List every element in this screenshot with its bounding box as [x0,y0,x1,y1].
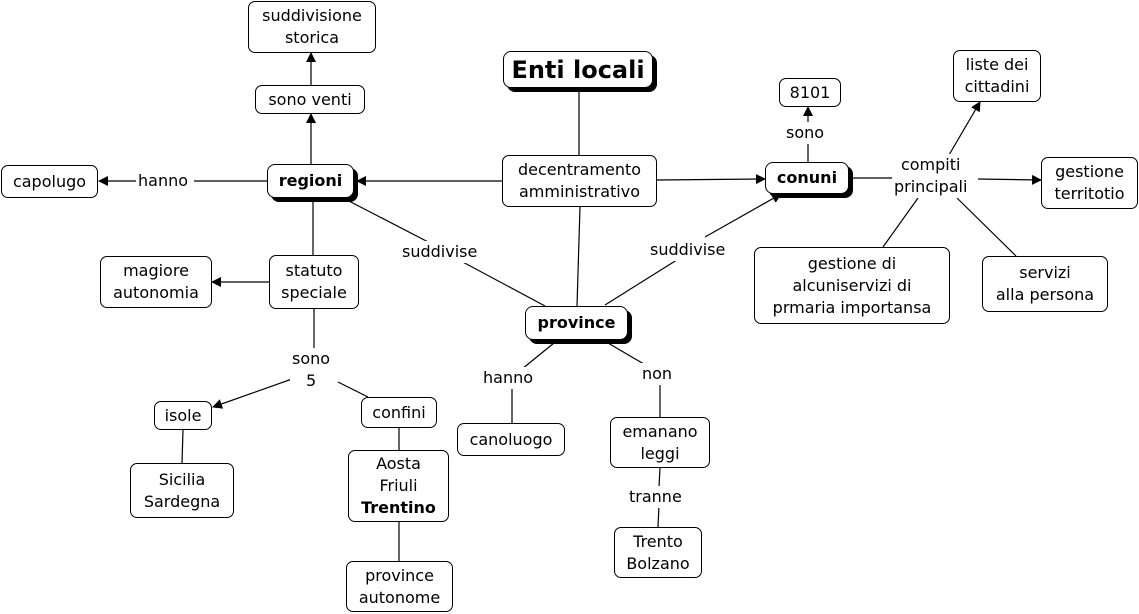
edge-sono5-isole [212,378,293,409]
node-sicilia-sardegna[interactable]: Sicilia Sardegna [130,463,234,518]
edge-compiti-liste [948,101,981,156]
node-capolugo[interactable]: capolugo [1,165,98,198]
node-aosta-friuli-trentino[interactable]: Aosta Friuli Trentino [348,450,449,522]
node-decentramento-amministrativo[interactable]: decentramento amministrativo [502,155,657,207]
node-province[interactable]: province [525,306,628,340]
node-canoluogo[interactable]: canoluogo [457,423,565,456]
node-sono-venti[interactable]: sono venti [255,85,365,114]
node-emanano-leggi[interactable]: emanano leggi [610,417,710,468]
node-enti-locali[interactable]: Enti locali [503,51,653,88]
edge-compiti-territorio [977,174,1042,185]
edge-suddivise-conuni [704,193,782,238]
edge-compiti-persona [956,197,1017,257]
edge-tranne-trento [657,504,660,528]
node-servizi-persona[interactable]: servizi alla persona [982,256,1108,312]
node-conuni[interactable]: conuni [765,162,849,194]
link-label-hanno-capolugo: hanno [136,170,191,192]
node-gestione-territorio[interactable]: gestione territotio [1041,157,1138,209]
node-trento-bolzano[interactable]: Trento Bolzano [614,527,702,578]
link-label-hanno-province: hanno [481,367,536,389]
node-liste-cittadini[interactable]: liste dei cittadini [953,50,1041,102]
link-label-suddivise-left: suddivise [400,241,480,263]
node-statuto-speciale[interactable]: statuto speciale [269,255,359,309]
regions-aosta-friuli: Aosta Friuli [376,454,421,495]
node-suddivisione-storica[interactable]: suddivisione storica [248,1,376,53]
link-label-non: non [640,363,675,385]
edge-province-suddivise [604,257,681,306]
link-label-sono-5: sono 5 [290,348,333,392]
region-trentino: Trentino [361,498,436,517]
edge-isole-sicilia [181,429,184,464]
node-confini[interactable]: confini [361,397,437,428]
edge-decentramento-province [576,206,581,307]
edge-regioni-suddivise [346,199,433,245]
link-label-sono-8101: sono [784,122,827,144]
node-gestione-servizi[interactable]: gestione di alcuniservizi di prmaria imp… [754,247,950,324]
node-regioni[interactable]: regioni [267,164,354,198]
node-magiore-autonomia[interactable]: magiore autonomia [100,256,212,308]
edge-compiti-servizi [882,197,919,248]
node-province-autonome[interactable]: province autonome [346,561,453,612]
link-label-compiti-principali: compiti principali [892,154,970,198]
link-label-suddivise-right: suddivise [648,239,728,261]
node-isole[interactable]: isole [154,401,212,430]
edge-province-hanno [521,342,555,370]
node-8101[interactable]: 8101 [779,78,841,107]
edge-emanano-tranne [658,467,661,488]
edge-sono5-confini [337,381,369,398]
edge-suddivise-province [458,259,546,307]
edge-decentramento-conuni [656,174,766,185]
link-label-tranne: tranne [627,486,684,508]
